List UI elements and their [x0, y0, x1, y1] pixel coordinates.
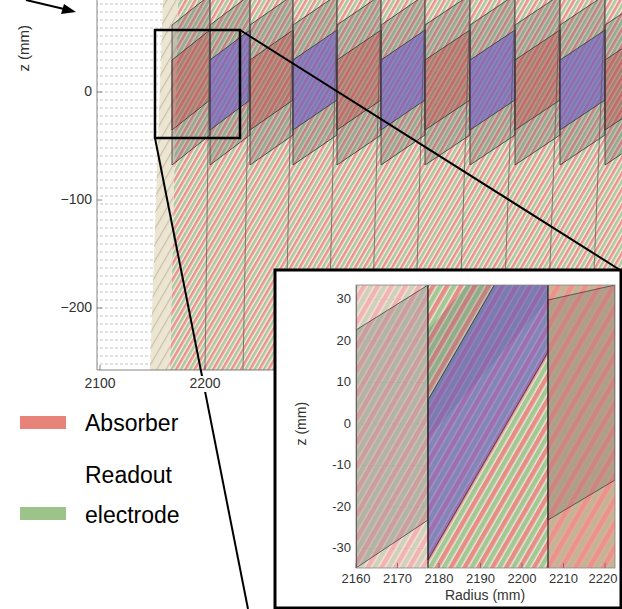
tick-label: 2100	[83, 376, 116, 391]
tick-label: 2190	[466, 572, 495, 586]
tick-label: 0	[344, 417, 351, 431]
legend-text: Readout electrode	[85, 455, 203, 535]
tick-label: 2210	[549, 572, 578, 586]
tick-label: 2180	[425, 572, 454, 586]
legend-text: Absorber	[85, 403, 285, 443]
axis-title: z (mm)	[294, 402, 309, 446]
tick-label: 10	[337, 375, 351, 389]
tick-label: -30	[332, 541, 351, 555]
tick-label: 20	[337, 334, 351, 348]
tick-label: 30	[337, 292, 351, 306]
tick-label: 2170	[383, 572, 412, 586]
axis-title: z (mm)	[16, 25, 33, 72]
tick-label: 0	[84, 84, 92, 99]
tick-label: -10	[332, 458, 351, 472]
tick-label: −200	[60, 300, 92, 315]
legend-swatch	[20, 507, 66, 520]
tick-label: 2200	[188, 376, 221, 391]
tick-label: 2160	[342, 572, 371, 586]
tick-label: −100	[60, 192, 92, 207]
legend-swatch	[20, 416, 66, 429]
tick-label: 2220	[589, 572, 618, 586]
axis-title: Radius (mm)	[445, 588, 525, 603]
tick-label: 2200	[508, 572, 537, 586]
tick-label: -20	[332, 500, 351, 514]
